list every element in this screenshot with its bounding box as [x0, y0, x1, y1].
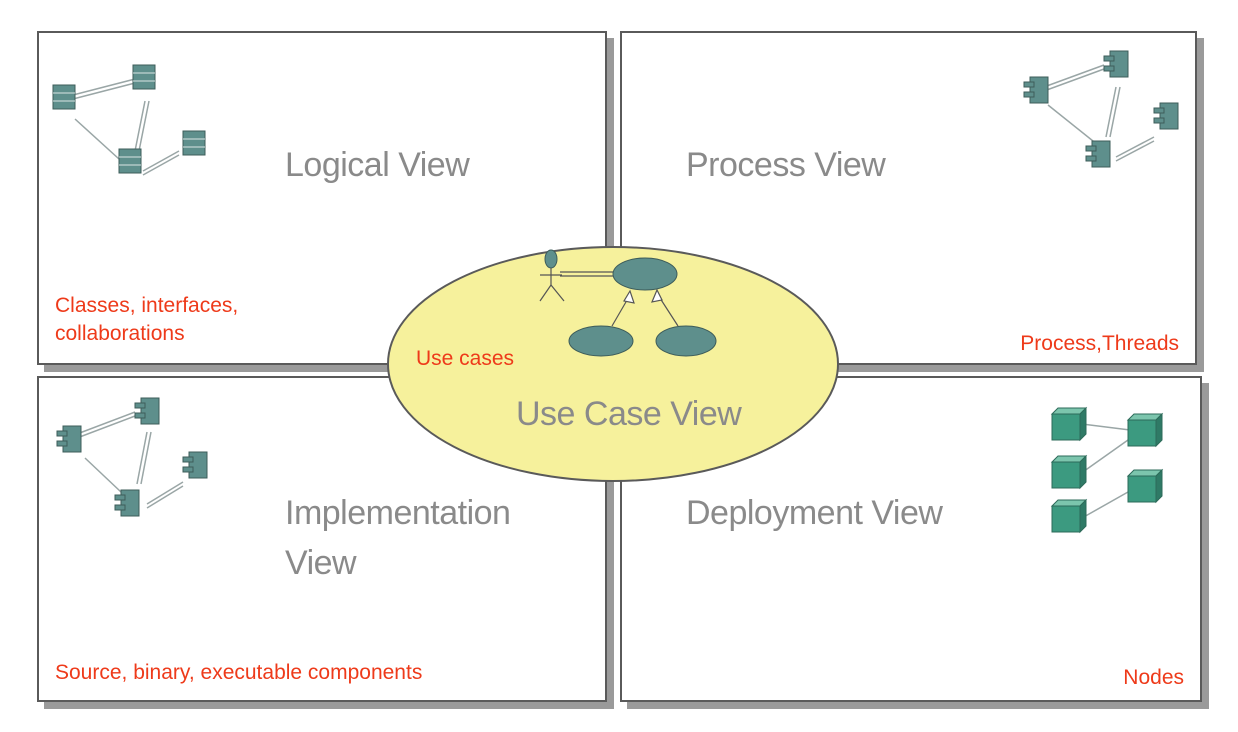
node-icon-1 [1050, 406, 1088, 442]
node-icon-3 [1050, 454, 1088, 490]
class-icon-3 [118, 148, 142, 174]
component-icon-1 [1023, 76, 1049, 104]
node-icon-4 [1126, 468, 1164, 504]
use-case-view-note: Use cases [416, 347, 515, 370]
logical-view-title: Logical View [285, 146, 470, 184]
class-icon-2 [132, 64, 156, 90]
use-case-icon-2 [568, 325, 634, 357]
implementation-component-diagram-icon [56, 397, 208, 517]
deployment-node-diagram-icon [1050, 406, 1164, 534]
component-icon-4 [182, 451, 208, 479]
component-icon-1 [56, 425, 82, 453]
process-view-panel: Process View Process,Threads [620, 31, 1197, 365]
component-icon-4 [1153, 102, 1179, 130]
process-view-title: Process View [686, 146, 886, 184]
process-view-note: Process,Threads [1020, 332, 1179, 355]
actor-icon [539, 249, 565, 302]
class-icon-4 [182, 130, 206, 156]
deployment-view-note: Nodes [1123, 666, 1184, 689]
component-icon-2 [1103, 50, 1129, 78]
logical-view-note: Classes, interfaces, collaborations [55, 294, 239, 345]
process-component-diagram-icon [1023, 50, 1179, 168]
class-icon-1 [52, 84, 76, 110]
use-case-icon-3 [655, 325, 717, 357]
use-case-view-ellipse [387, 246, 839, 482]
class-diagram-icon [52, 64, 206, 176]
logical-view-panel: Logical View Classes, interfaces, collab… [37, 31, 607, 365]
node-icon-2 [1126, 412, 1164, 448]
implementation-view-note: Source, binary, executable components [55, 661, 423, 684]
deployment-view-title: Deployment View [686, 494, 943, 532]
use-case-view-title: Use Case View [516, 395, 742, 433]
actor-and-use-case-icon [539, 249, 717, 357]
node-icon-5 [1050, 498, 1088, 534]
component-icon-3 [114, 489, 140, 517]
use-case-icon-1 [612, 257, 678, 291]
component-icon-2 [134, 397, 160, 425]
component-icon-3 [1085, 140, 1111, 168]
implementation-view-title: Implementation View [285, 494, 511, 582]
